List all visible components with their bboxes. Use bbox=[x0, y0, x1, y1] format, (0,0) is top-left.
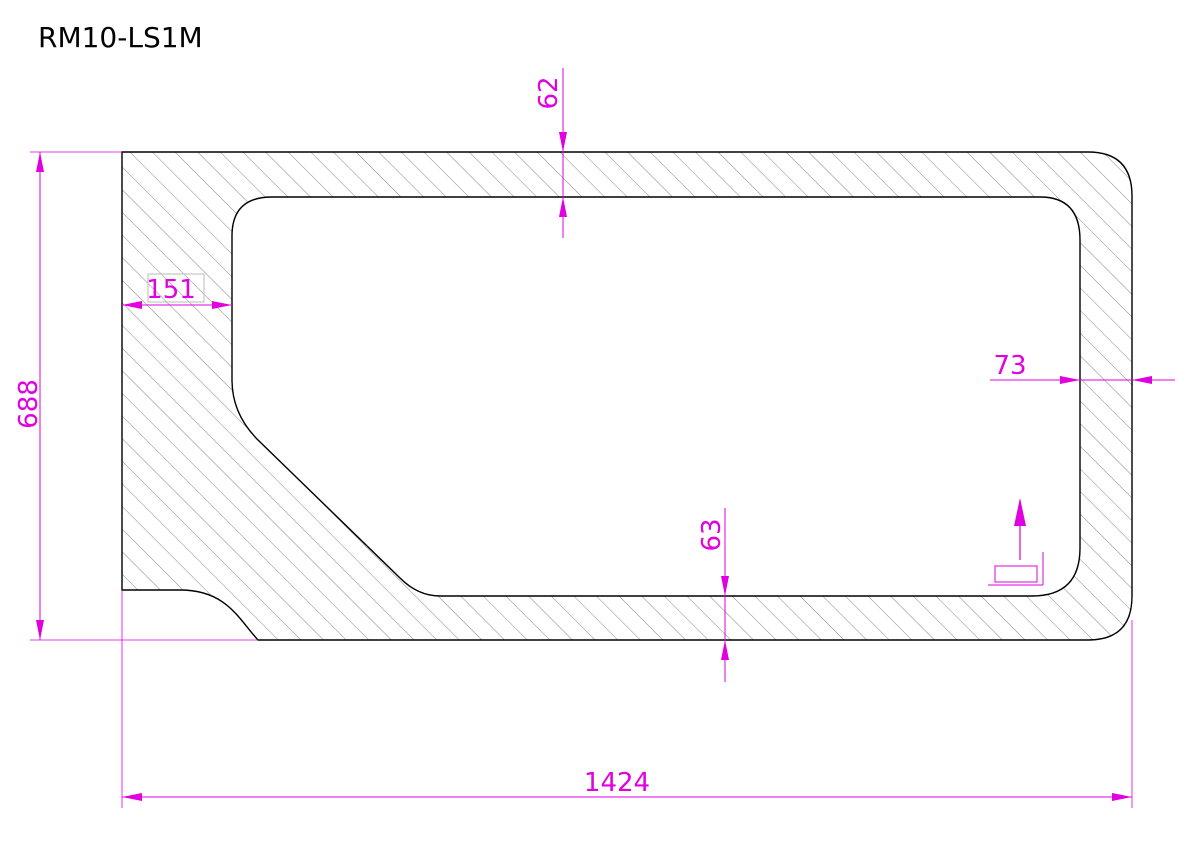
dimension-wall-top: 62 bbox=[534, 68, 567, 238]
dimension-overall-height: 688 bbox=[14, 151, 258, 641]
dimension-label-1424: 1424 bbox=[584, 768, 650, 798]
drain-marker-bracket bbox=[988, 552, 1044, 586]
dimension-label-62: 62 bbox=[534, 76, 564, 109]
dimension-label-151: 151 bbox=[146, 275, 196, 305]
up-arrow-icon bbox=[1014, 498, 1026, 560]
dimension-label-73: 73 bbox=[993, 351, 1026, 381]
tub-inner-outline bbox=[231, 196, 1081, 597]
dimension-overall-width: 1424 bbox=[121, 590, 1133, 808]
dimension-label-688: 688 bbox=[14, 379, 44, 429]
tub-wall-hatch bbox=[122, 152, 1132, 640]
dimension-label-63: 63 bbox=[697, 518, 727, 551]
drawing-title: RM10-LS1M bbox=[38, 21, 203, 54]
dimension-wall-left: 151 bbox=[122, 273, 232, 309]
dimension-wall-right: 73 bbox=[990, 351, 1175, 384]
tub-outer-outline bbox=[121, 151, 1133, 641]
dimension-wall-bottom: 63 bbox=[697, 508, 729, 682]
